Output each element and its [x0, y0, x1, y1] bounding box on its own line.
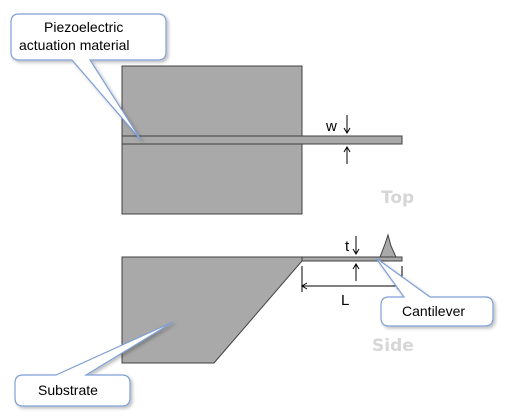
callout-piezo-line1: Piezoelectric: [44, 19, 123, 35]
top-view-label: Top: [381, 188, 414, 208]
length-label: L: [341, 292, 349, 309]
side-view: t L Side: [121, 233, 414, 364]
width-label: w: [325, 118, 337, 135]
thickness-label: t: [345, 238, 350, 255]
side-substrate: [121, 256, 303, 364]
callout-cantilever: [375, 257, 494, 327]
side-view-label: Side: [372, 336, 414, 356]
cantilever-tip: [379, 233, 397, 258]
callout-substrate: [14, 321, 174, 407]
callout-cantilever-text: Cantilever: [402, 303, 465, 319]
callout-substrate-text: Substrate: [38, 382, 98, 398]
side-cantilever-beam: [301, 256, 403, 262]
callout-piezo: [10, 13, 167, 141]
thickness-dimension: [352, 236, 360, 281]
top-view: w Top: [121, 65, 414, 215]
width-dimension: [343, 115, 351, 164]
callout-piezo-line2: actuation material: [19, 37, 130, 53]
top-piezo-strip: [121, 135, 403, 145]
